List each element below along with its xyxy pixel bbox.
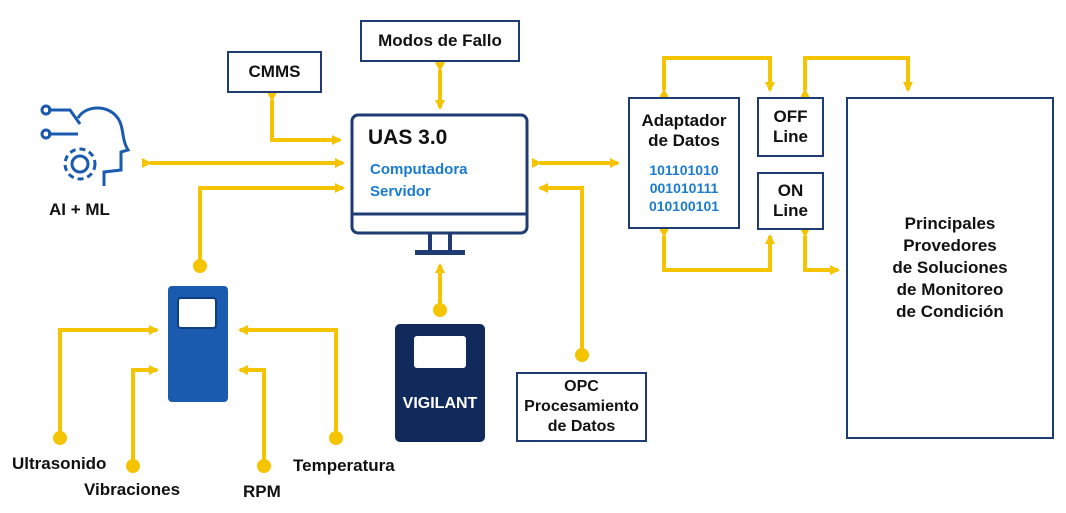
providers-line-2: Provedores xyxy=(903,236,997,255)
server-monitor xyxy=(350,113,529,255)
providers-line-4: de Monitoreo xyxy=(896,280,1004,299)
vibrations-dot xyxy=(126,459,140,473)
server-subtitle-1: Computadora xyxy=(370,161,468,178)
opc-box: OPC Procesamiento de Datos xyxy=(516,372,647,442)
providers-box: Principales Provedores de Soluciones de … xyxy=(846,97,1054,439)
adapter-bits-1: 101101010 xyxy=(649,162,719,178)
temperature-dot xyxy=(329,431,343,445)
opc-line-3: de Datos xyxy=(547,418,616,435)
adapter-on-connector xyxy=(659,228,775,272)
temperature-label: Temperatura xyxy=(293,456,395,475)
ai-ml-label: AI + ML xyxy=(49,200,110,219)
ultrasound-label: Ultrasonido xyxy=(12,454,107,473)
adapter-bits-2: 001010111 xyxy=(649,180,719,196)
offline-box: OFF Line xyxy=(757,97,824,157)
vigilant-dot xyxy=(433,303,447,317)
adapter-label-2: de Datos xyxy=(648,131,720,150)
device-server-connector xyxy=(198,183,345,262)
ultrasound-dot xyxy=(53,431,67,445)
cmms-label: CMMS xyxy=(248,62,301,81)
vigilant-device xyxy=(395,324,485,442)
online-box: ON Line xyxy=(757,172,824,230)
opc-dot xyxy=(575,348,589,362)
online-label-2: Line xyxy=(773,201,808,220)
server-title: UAS 3.0 xyxy=(368,126,448,149)
adapter-bits-3: 010100101 xyxy=(648,198,720,214)
field-device-icon xyxy=(168,286,228,402)
opc-line-2: Procesamiento xyxy=(524,398,639,415)
offline-label-2: Line xyxy=(773,127,808,146)
cmms-box: CMMS xyxy=(227,51,322,93)
fault-modes-label: Modos de Fallo xyxy=(378,31,502,50)
data-adapter-box: Adaptador de Datos 101101010 001010111 0… xyxy=(628,97,740,229)
opc-line-1: OPC xyxy=(564,378,599,395)
opc-connector xyxy=(538,183,584,352)
adapter-label-1: Adaptador xyxy=(641,111,727,130)
ai-head-icon xyxy=(40,104,131,186)
cmms-connector xyxy=(267,92,342,145)
temperature-connector xyxy=(238,325,338,435)
rpm-dot xyxy=(257,459,271,473)
adapter-off-connector xyxy=(659,56,775,98)
server-subtitle-2: Servidor xyxy=(370,183,431,200)
on-providers-connector xyxy=(800,228,840,275)
fault-modes-box: Modos de Fallo xyxy=(360,20,520,62)
vibrations-label: Vibraciones xyxy=(84,480,181,499)
vibrations-connector xyxy=(131,365,159,463)
providers-line-1: Principales xyxy=(904,214,996,233)
offline-label-1: OFF xyxy=(773,107,808,126)
providers-line-3: de Soluciones xyxy=(892,258,1008,277)
device-dot xyxy=(193,259,207,273)
vigilant-label: VIGILANT xyxy=(402,395,478,412)
rpm-label: RPM xyxy=(243,482,281,501)
providers-line-5: de Condición xyxy=(896,302,1004,321)
ultrasound-connector xyxy=(58,325,159,435)
rpm-connector xyxy=(238,365,266,463)
online-label-1: ON xyxy=(777,181,804,200)
off-providers-connector xyxy=(800,56,913,98)
